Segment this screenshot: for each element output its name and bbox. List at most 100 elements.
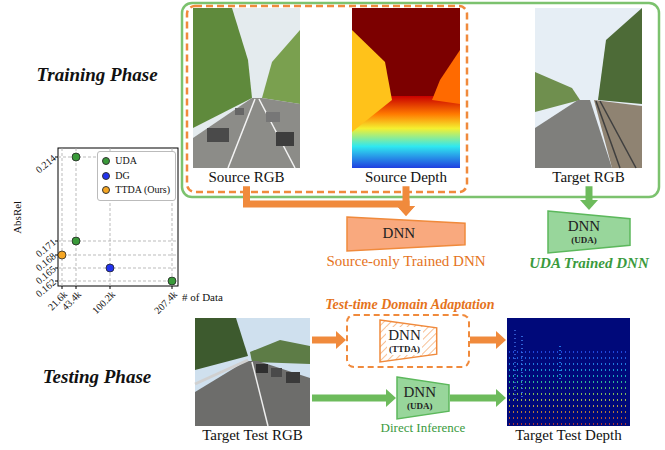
block-label: DNN — [383, 225, 416, 242]
target-test-depth-picture — [509, 411, 628, 413]
caption: Target RGB — [552, 169, 624, 186]
target-test-depth-picture — [509, 369, 628, 371]
scatter-chart — [106, 264, 114, 272]
source-rgb-picture — [276, 132, 294, 146]
network-block: DNN(UDA)Direct Inference — [396, 376, 450, 420]
legend-text: TTDA (Ours) — [115, 183, 170, 198]
scatter-chart — [110, 286, 111, 289]
legend-text: DG — [115, 169, 129, 184]
caption: Source Depth — [365, 169, 447, 186]
caption: Source RGB — [208, 169, 284, 186]
block-label: DNN — [386, 327, 423, 344]
legend-entry: UDA — [102, 154, 170, 169]
axis-title: AbsRel — [11, 200, 24, 233]
target-test-depth-picture — [507, 318, 630, 426]
box-heading: Test-time Domain Adaptation — [325, 297, 494, 313]
target-test-rgb-picture — [195, 360, 248, 384]
block-label: DNN — [404, 384, 437, 401]
target-test-depth-picture — [509, 357, 628, 359]
scatter-chart — [72, 153, 80, 161]
source-frame — [187, 6, 467, 192]
target-test-rgb-picture — [256, 364, 268, 373]
target-test-rgb-picture — [250, 340, 310, 364]
training-frame — [182, 3, 659, 197]
target-test-depth-picture — [509, 351, 628, 353]
caption: Target Test Depth — [515, 427, 622, 444]
target-test-depth-picture — [509, 387, 628, 389]
source-depth-picture — [352, 8, 460, 168]
tick-label: 0.214 — [33, 153, 58, 176]
flow-arrow — [247, 186, 407, 206]
scatter-chart — [76, 286, 77, 289]
source-rgb-picture — [193, 98, 300, 168]
scatter-chart — [172, 286, 173, 289]
source-rgb-picture — [193, 8, 300, 168]
network-block: DNNSource-only Trained DNN — [346, 216, 466, 252]
image-panel: Target Test Depth — [507, 318, 630, 444]
flow-arrow — [586, 186, 593, 200]
target-test-rgb-picture — [195, 318, 310, 426]
axis-title: # of Data — [182, 291, 223, 304]
legend-text: UDA — [115, 154, 137, 169]
target-test-depth-picture — [521, 336, 523, 400]
legend-entry: TTDA (Ours) — [102, 183, 170, 198]
chart-legend: UDADGTTDA (Ours) — [97, 151, 176, 201]
trapezoid-outline — [548, 211, 630, 253]
phase-label: Testing Phase — [43, 366, 152, 388]
image-panel: Source RGB — [193, 8, 300, 186]
target-test-depth-picture — [509, 393, 628, 395]
adaptation-box: DNN(TTDA)Test-time Domain Adaptation — [346, 314, 470, 368]
legend-swatch — [102, 186, 110, 194]
tick-label: 207.4k — [151, 289, 179, 317]
image-panel: Target Test RGB — [195, 318, 310, 444]
target-test-depth-picture — [514, 330, 516, 400]
target-test-rgb-picture — [195, 361, 310, 426]
network-block: DNN(UDA)UDA Trained DNN — [547, 210, 631, 254]
source-rgb-picture — [193, 8, 252, 128]
training-frame — [182, 3, 659, 197]
caption: Source-only Trained DNN — [326, 253, 485, 270]
source-depth-picture — [432, 50, 460, 104]
trapezoid-outline — [397, 377, 449, 419]
target-rgb-picture — [596, 101, 620, 168]
target-test-depth-picture — [509, 399, 628, 401]
target-test-rgb-picture — [252, 362, 268, 426]
ttda-block: DNN(TTDA) — [379, 319, 438, 363]
image-panel: Target RGB — [535, 8, 642, 186]
caption: Target Test RGB — [202, 427, 303, 444]
source-rgb-picture — [262, 30, 300, 104]
trapezoid-outline — [347, 217, 465, 251]
flow-arrow — [470, 337, 496, 344]
legend-swatch — [102, 172, 110, 180]
source-rgb-picture — [193, 8, 300, 168]
scatter-chart — [76, 148, 77, 286]
scatter-chart — [168, 277, 176, 285]
phase-label: Training Phase — [36, 64, 157, 86]
scatter-chart — [55, 148, 178, 289]
source-rgb-picture — [235, 108, 244, 115]
image-panel: Source Depth — [352, 8, 460, 186]
target-rgb-picture — [594, 100, 642, 168]
target-rgb-picture — [535, 8, 642, 168]
block-label: (UDA) — [571, 235, 597, 245]
target-test-rgb-picture — [286, 372, 300, 383]
scatter-chart — [58, 251, 66, 259]
target-test-depth-picture — [509, 381, 628, 383]
source-depth-picture — [352, 8, 460, 168]
caption: Direct Inference — [381, 421, 466, 436]
block-label: (UDA) — [407, 401, 433, 411]
source-rgb-picture — [207, 128, 229, 142]
target-test-depth-picture — [509, 330, 628, 424]
scatter-chart — [58, 148, 178, 286]
legend-entry: DG — [102, 169, 170, 184]
flow-arrow — [450, 395, 496, 402]
source-rgb-picture — [259, 99, 295, 168]
target-test-depth-picture — [507, 318, 630, 426]
block-label: (TTDA) — [387, 344, 422, 354]
target-test-depth-picture — [509, 405, 628, 407]
trapezoid-outline — [380, 320, 437, 362]
tick-label: 100.2k — [89, 289, 117, 317]
target-rgb-picture — [598, 8, 642, 104]
target-test-depth-picture — [509, 423, 628, 425]
